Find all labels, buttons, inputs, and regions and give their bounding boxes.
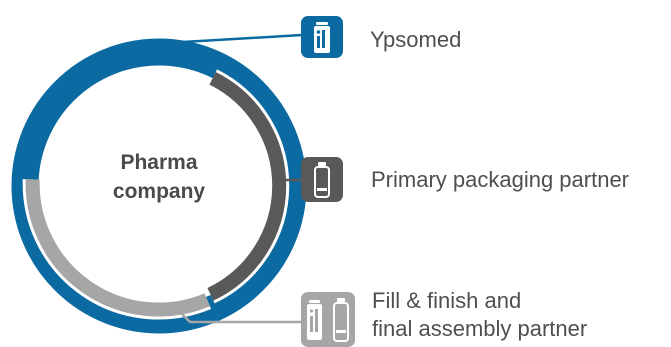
cartridge-icon <box>301 157 343 202</box>
fill-finish-arc <box>25 179 210 317</box>
center-label: Pharma company <box>79 148 239 206</box>
center-disc <box>49 76 269 296</box>
ypsomed-label: Ypsomed <box>370 27 462 52</box>
autoinjector-icon <box>301 16 343 58</box>
primary-packaging-partner-label: Primary packaging partner <box>371 167 630 192</box>
fill-finish-label-line1: Fill & finish and <box>372 288 522 313</box>
autoinjector-and-cartridge-icon <box>301 292 355 347</box>
center-label-line1: Pharma <box>120 151 198 174</box>
fill-finish-partner-label: Fill & finish and final assembly partner <box>372 287 587 343</box>
fill-finish-connector-line <box>177 309 302 324</box>
fill-finish-label-line2: final assembly partner <box>372 316 588 341</box>
ypsomed-connector-line <box>182 33 303 44</box>
primary-packaging-arc <box>207 72 287 301</box>
center-label-line2: company <box>112 180 206 203</box>
